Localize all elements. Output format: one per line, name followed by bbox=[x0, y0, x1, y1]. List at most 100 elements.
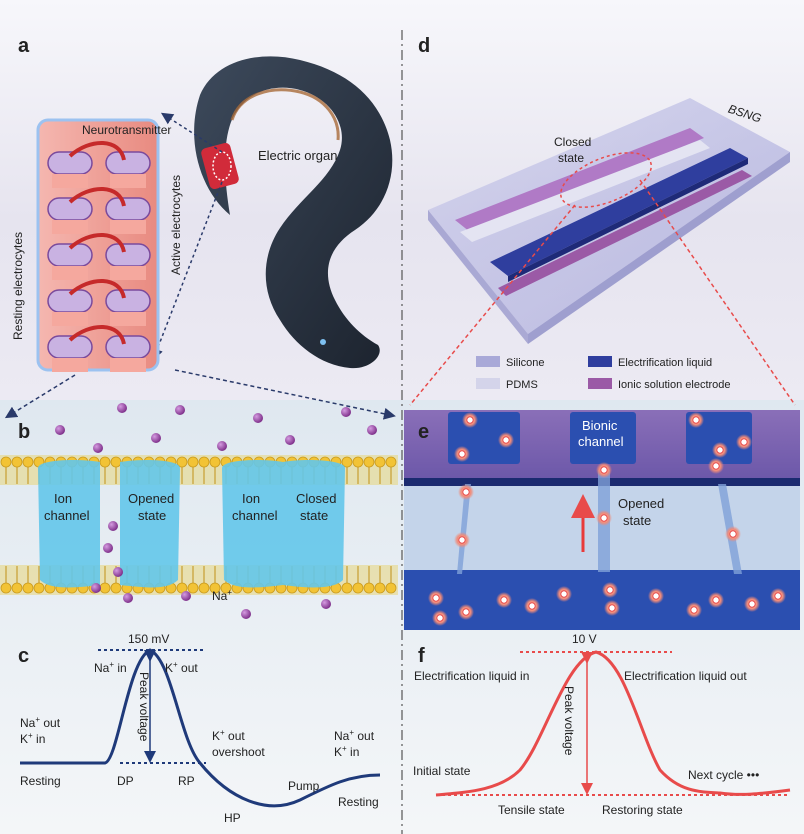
electrocyte-body bbox=[110, 266, 146, 280]
ion-channel-closed bbox=[222, 460, 345, 588]
positive-ion bbox=[729, 530, 737, 538]
opened-label-e: Opened bbox=[618, 496, 664, 511]
lipid-head bbox=[11, 582, 23, 594]
positive-ion bbox=[608, 604, 616, 612]
activation-arrow bbox=[68, 325, 126, 345]
positive-ion bbox=[712, 596, 720, 604]
electrocyte bbox=[105, 243, 151, 267]
peak-voltage-label-c: Peak voltage bbox=[137, 672, 151, 742]
electric-organ-label: Electric organ bbox=[258, 148, 337, 163]
k-in-label: K+ in bbox=[20, 731, 45, 746]
electrocyte-body bbox=[52, 266, 88, 280]
channel-label-e: channel bbox=[578, 434, 624, 449]
legend-electrification-liquid: Electrification liquid bbox=[618, 357, 712, 369]
liquid-out-label: Electrification liquid out bbox=[624, 669, 747, 683]
peak-10v-label: 10 V bbox=[572, 632, 597, 646]
peak-150mv-label: 150 mV bbox=[128, 632, 169, 646]
lipid-head bbox=[0, 456, 12, 468]
pump-label: Pump bbox=[288, 779, 320, 793]
panel-label-b: b bbox=[18, 421, 30, 443]
lipid-head bbox=[209, 582, 221, 594]
state-label-e: state bbox=[623, 513, 651, 528]
lipid-head bbox=[33, 582, 45, 594]
positive-ions bbox=[428, 412, 786, 626]
sodium-ion bbox=[253, 413, 263, 423]
sodium-ion bbox=[113, 567, 123, 577]
legend-pdms: PDMS bbox=[506, 379, 538, 391]
na-out-label: Na+ out bbox=[20, 715, 61, 730]
ion-channel-opened bbox=[38, 460, 180, 588]
positive-ion bbox=[690, 606, 698, 614]
ion-label-1: Ion bbox=[54, 491, 72, 506]
opened-state-label: state bbox=[138, 508, 166, 523]
k-out-label: K+ out bbox=[165, 660, 198, 675]
initial-state-label: Initial state bbox=[413, 764, 471, 778]
ion-label-2: Ion bbox=[242, 491, 260, 506]
panel-label-f: f bbox=[418, 645, 425, 667]
electrocyte-body bbox=[110, 358, 146, 372]
rp-label: RP bbox=[178, 774, 195, 788]
legend-swatch-silicone bbox=[476, 356, 500, 367]
channel-label-1: channel bbox=[44, 508, 90, 523]
dp-label: DP bbox=[117, 774, 134, 788]
positive-ion bbox=[774, 592, 782, 600]
sodium-ion bbox=[55, 425, 65, 435]
electrocyte bbox=[105, 151, 151, 175]
lipid-head bbox=[341, 582, 353, 594]
positive-ion bbox=[600, 514, 608, 522]
lipid-head bbox=[110, 456, 122, 468]
legend-swatch-ionic-electrode bbox=[588, 378, 612, 389]
positive-ion bbox=[462, 608, 470, 616]
resting-electrocytes-label: Resting electrocytes bbox=[11, 232, 25, 340]
positive-ion bbox=[462, 488, 470, 496]
lipid-head bbox=[209, 456, 221, 468]
lipid-head bbox=[220, 582, 232, 594]
sodium-ion bbox=[93, 443, 103, 453]
activation-arrow bbox=[68, 187, 126, 207]
closed-state-label: state bbox=[300, 508, 328, 523]
electrocyte-body bbox=[52, 220, 88, 234]
sodium-ion bbox=[241, 609, 251, 619]
lipid-head bbox=[22, 582, 34, 594]
panel-label-c: c bbox=[18, 645, 29, 667]
bsng-device bbox=[428, 98, 790, 344]
legend-silicone: Silicone bbox=[506, 357, 545, 369]
restoring-state-label: Restoring state bbox=[602, 803, 683, 817]
panel-label-a: a bbox=[18, 35, 30, 57]
lipid-head bbox=[0, 582, 12, 594]
liquid-in-label: Electrification liquid in bbox=[414, 669, 529, 683]
positive-ion bbox=[748, 600, 756, 608]
panel-label-e: e bbox=[418, 421, 429, 443]
lipid-head bbox=[99, 582, 111, 594]
closed-label-d: Closed bbox=[554, 135, 591, 149]
sodium-ion bbox=[91, 583, 101, 593]
opened-label: Opened bbox=[128, 491, 174, 506]
activation-arrow bbox=[68, 279, 126, 299]
lipid-head bbox=[374, 582, 386, 594]
activation-arrow bbox=[68, 233, 126, 253]
electrocyte-stack bbox=[36, 118, 160, 372]
sodium-ion bbox=[175, 405, 185, 415]
hp-label: HP bbox=[224, 811, 241, 825]
lipid-head bbox=[11, 456, 23, 468]
positive-ion bbox=[466, 416, 474, 424]
lipid-head bbox=[110, 582, 122, 594]
lipid-head bbox=[385, 582, 397, 594]
positive-ion bbox=[740, 438, 748, 446]
electrocyte-body bbox=[52, 358, 88, 372]
panel-label-d: d bbox=[418, 35, 430, 57]
sodium-ions bbox=[55, 403, 377, 619]
lipid-head bbox=[176, 456, 188, 468]
lipid-head bbox=[187, 582, 199, 594]
overshoot-label: overshoot bbox=[212, 745, 265, 759]
bionic-label: Bionic bbox=[582, 418, 618, 433]
lipid-head bbox=[187, 456, 199, 468]
resting-2-label: Resting bbox=[338, 795, 379, 809]
lipid-head bbox=[374, 456, 386, 468]
activation-arrow bbox=[68, 141, 126, 161]
action-potential-curve bbox=[20, 648, 381, 808]
sodium-ion bbox=[217, 441, 227, 451]
positive-ion bbox=[436, 614, 444, 622]
